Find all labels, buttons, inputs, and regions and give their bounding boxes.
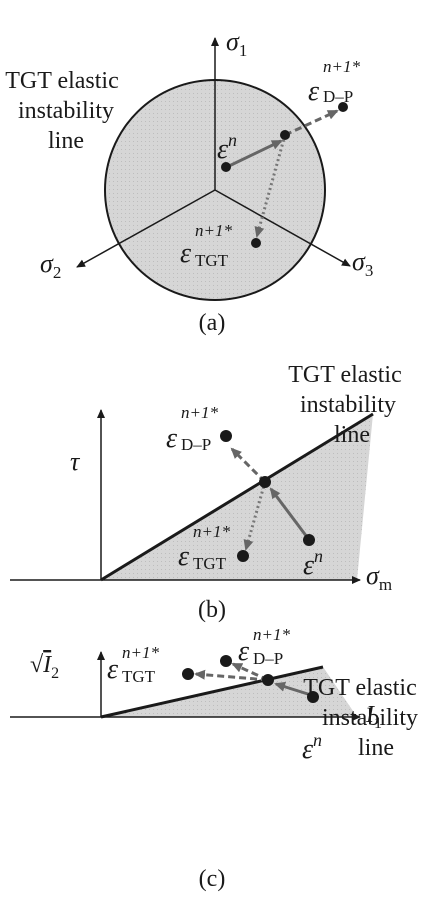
point-eps-n-c	[307, 691, 319, 703]
sigma2-axis	[76, 189, 216, 268]
label-tgt-c-line3: line	[358, 735, 394, 761]
eps-dp-label: εn+1*D–P	[308, 57, 360, 107]
label-tgt-line2: instability	[18, 98, 114, 124]
arrow-to-dp-c	[231, 662, 269, 682]
arrow-to-tgt-c	[194, 669, 269, 682]
arrow-to-surface-b	[269, 487, 309, 538]
sigma3-axis	[214, 189, 351, 267]
point-eps-n-b	[303, 534, 315, 546]
point-surface-b	[259, 476, 271, 488]
panel-a: TGT elastic instability line σ1 σ2 σ3 εn…	[5, 27, 373, 336]
sigma-m-label: σm	[366, 561, 392, 594]
point-eps-dp-c	[220, 655, 232, 667]
eps-n-label-c: εn	[302, 730, 322, 765]
arrow-to-dp-b	[230, 447, 267, 484]
sigma3-label: σ3	[352, 247, 373, 280]
point-eps-dp	[338, 102, 348, 112]
point-eps-tgt-c	[182, 668, 194, 680]
eps-tgt-label-c: εn+1*TGT	[107, 643, 159, 686]
caption-b: (b)	[198, 597, 226, 623]
point-surface-c	[262, 674, 274, 686]
label-tgt-b-line2: instability	[300, 392, 396, 418]
label-tgt-c-line1: TGT elastic	[303, 675, 417, 701]
arrow-to-dp	[284, 109, 339, 137]
label-tgt-b-line1: TGT elastic	[288, 362, 402, 388]
sqrt-i2-label: √I2	[30, 652, 59, 682]
label-tgt-c-line2: instability	[322, 705, 418, 731]
sigma2-label: σ2	[40, 249, 61, 282]
point-eps-tgt-b	[237, 550, 249, 562]
eps-tgt-label: εn+1*TGT	[180, 221, 232, 270]
caption-a: (a)	[199, 310, 226, 336]
label-tgt-b-line3: line	[334, 422, 370, 448]
panel-c: √I2 I1 εn+1*D–P εn+1*TGT TGT elastic ins…	[10, 625, 418, 892]
panel-b: TGT elastic instability line τ σm εn+1*D…	[10, 362, 402, 623]
eps-n-label: εn	[217, 130, 237, 165]
arrow-to-surface-c	[274, 681, 312, 697]
instability-line-c	[100, 665, 324, 719]
arrow-to-surface	[228, 139, 283, 168]
caption-c: (c)	[199, 866, 226, 892]
eps-tgt-label-b: εn+1*TGT	[178, 522, 230, 573]
arrow-to-tgt-b	[243, 481, 267, 551]
eps-dp-label-c: εn+1*D–P	[238, 625, 290, 668]
point-surface	[280, 130, 290, 140]
point-eps-tgt	[251, 238, 261, 248]
label-tgt-line1: TGT elastic	[5, 68, 119, 94]
tau-label: τ	[70, 447, 81, 476]
sigma1-label: σ1	[226, 27, 247, 60]
label-tgt-line3: line	[48, 128, 84, 154]
point-eps-dp-b	[220, 430, 232, 442]
instability-line-b	[100, 412, 374, 582]
eps-dp-label-b: εn+1*D–P	[166, 403, 218, 454]
i1-label: I1	[365, 702, 382, 732]
point-eps-n	[221, 162, 231, 172]
eps-n-label-b: εn	[303, 546, 323, 581]
